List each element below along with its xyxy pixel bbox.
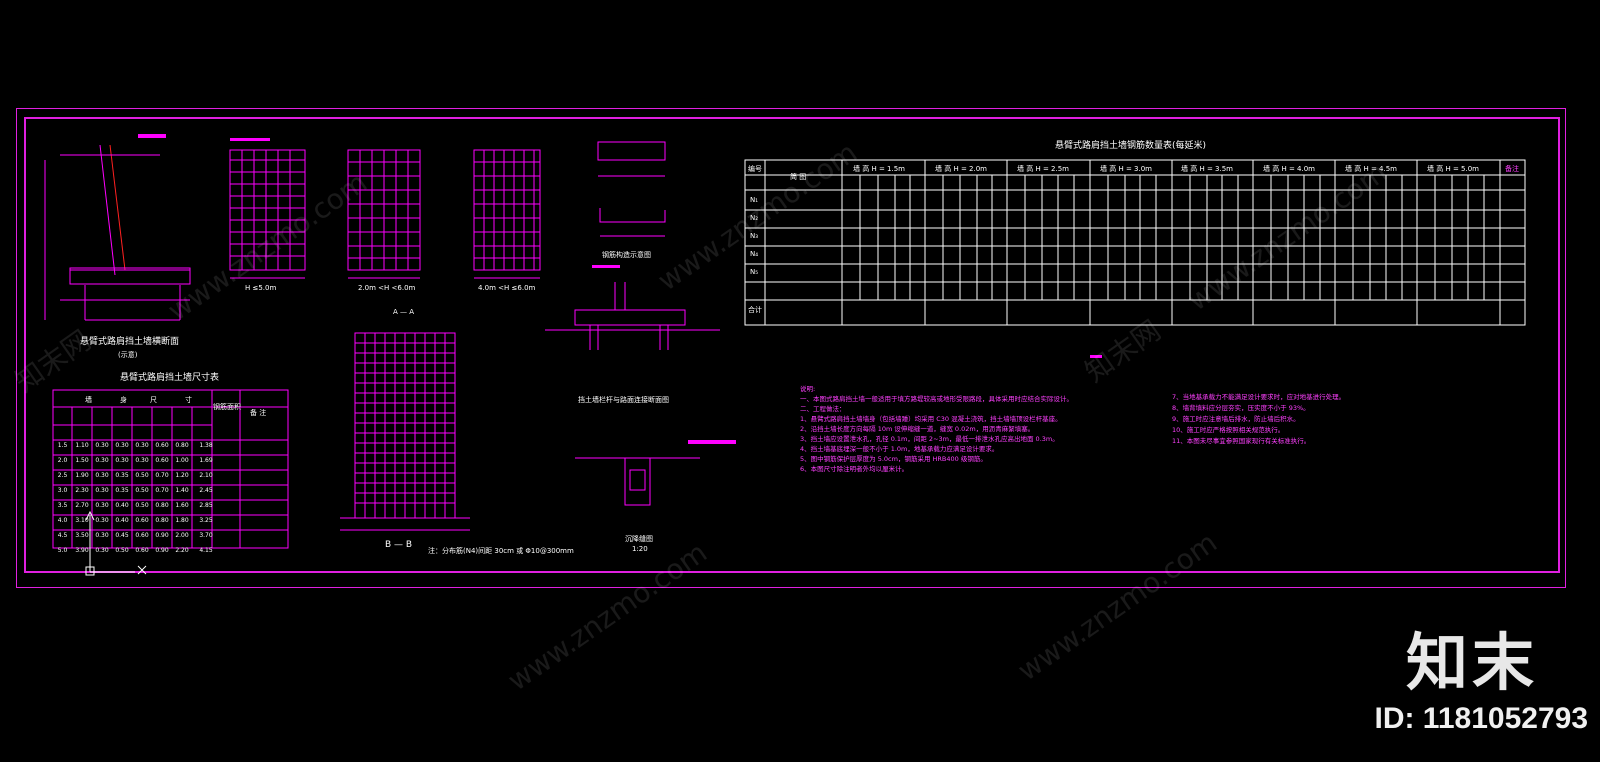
elevation-mesh-3: [473, 149, 541, 279]
note-line: 3、挡土墙应设置泄水孔，孔径 0.1m，间距 2~3m，最低一排泄水孔应高出地面…: [800, 435, 1059, 443]
joint-section-drawing: [545, 282, 720, 350]
section-note: (示意): [118, 351, 138, 359]
table-head-no: 编号: [748, 165, 762, 173]
image-id-label: ID: 1181052793: [1374, 702, 1588, 735]
note-line: 9、施工时应注意墙后排水，防止墙后积水。: [1172, 415, 1300, 423]
elev-label-2: 2.0m <H <6.0m: [358, 284, 416, 292]
view-a-label: A — A: [393, 308, 415, 316]
brand-logo: 知末: [1405, 626, 1538, 699]
table-head-h7: 墙 高 H = 4.5m: [1345, 165, 1397, 173]
dim-head-4: 钢筋面积: [213, 403, 241, 411]
dim-head-1: 身: [120, 396, 127, 404]
elevation-mesh-2: [347, 149, 421, 279]
sag-title: 沉降缝图: [625, 535, 653, 543]
rebar-table-title: 悬臂式路肩挡土墙钢筋数量表(每延米): [1055, 141, 1207, 151]
note-line: 6、本图尺寸除注明者外均以厘米计。: [800, 465, 909, 473]
note-line: 一、本图式路肩挡土墙一般适用于填方路堤较高或地形受限路段，具体采用时应结合实际设…: [800, 395, 1073, 403]
settlement-joint-drawing: [575, 457, 700, 506]
row-total: 合计: [748, 306, 762, 314]
rebar-detail-title: 钢筋构造示意图: [602, 251, 651, 259]
table-head-h6: 墙 高 H = 4.0m: [1263, 165, 1315, 173]
note-line: 二、工程做法：: [800, 405, 846, 413]
elev-label-3: 4.0m <H ≤6.0m: [478, 284, 536, 292]
table-head-h1: 墙 高 H = 1.5m: [853, 165, 905, 173]
dim-head-5: 备 注: [250, 409, 267, 417]
note-line: 8、墙背填料应分层夯实，压实度不小于 93%。: [1172, 404, 1310, 412]
note-line: 11、本图未尽事宜参照国家现行有关标准执行。: [1172, 437, 1311, 445]
view-b-label: B — B: [385, 540, 413, 550]
note-line: 5、图中钢筋保护层厚度为 5.0cm，钢筋采用 HRB400 级钢筋。: [800, 455, 987, 463]
drawing-sheet-frame: [24, 117, 1560, 573]
elev-label-1: H ≤5.0m: [245, 284, 277, 292]
dim-table-grid: [52, 389, 289, 549]
dim-head-3: 寸: [185, 396, 192, 404]
dim-head-2: 尺: [150, 396, 157, 404]
elevation-mesh-1: [229, 149, 306, 279]
note-line: 4、挡土墙基底埋深一般不小于 1.0m，地基承载力应满足设计要求。: [800, 445, 999, 453]
section-title: 悬臂式路肩挡土墙横断面: [80, 337, 180, 347]
table-head-h2: 墙 高 H = 2.0m: [935, 165, 987, 173]
sag-scale: 1:20: [632, 545, 648, 553]
row-n5: N₅: [750, 268, 759, 276]
note-line: 2、沿挡土墙长度方向每隔 10m 设伸缩缝一道，缝宽 0.02m，用沥青麻絮填塞…: [800, 425, 1035, 433]
joint-title: 挡土墙栏杆与路面连接断面图: [578, 396, 669, 404]
legend-note: 注：分布筋(N4)间距 30cm 或 Φ10@300mm: [428, 547, 574, 555]
dim-table-title: 悬臂式路肩挡土墙尺寸表: [120, 373, 220, 383]
section-aa-mesh: [340, 332, 470, 531]
ucs-icon: [85, 510, 147, 576]
rebar-detail-drawing: [597, 141, 666, 237]
row-n3: N₃: [750, 232, 759, 240]
notes-right: 7、当地基承载力不能满足设计要求时，应对地基进行处理。 8、墙背填料应分层夯实，…: [1172, 392, 1517, 447]
note-line: 10、施工时应严格按照相关规范执行。: [1172, 426, 1285, 434]
label-bars: [138, 134, 1102, 444]
table-head-h8: 墙 高 H = 5.0m: [1427, 165, 1479, 173]
row-n4: N₄: [750, 250, 759, 258]
dim-head-0: 墙: [85, 396, 92, 404]
table-head-remark: 备注: [1505, 165, 1519, 173]
rebar-table-grid: [744, 159, 1526, 326]
drawing-sheet-outer-frame: [16, 108, 1566, 588]
notes-left: 说明: 一、本图式路肩挡土墙一般适用于填方路堤较高或地形受限路段，具体采用时应结…: [800, 384, 1145, 474]
table-head-h5: 墙 高 H = 3.5m: [1181, 165, 1233, 173]
table-head-h3: 墙 高 H = 2.5m: [1017, 165, 1069, 173]
table-head-h4: 墙 高 H = 3.0m: [1100, 165, 1152, 173]
wall-section-drawing: [44, 144, 191, 321]
note-line: 1、悬臂式路肩挡土墙墙身（包括墙踵）均采用 C30 混凝土浇筑，挡土墙墙顶设栏杆…: [800, 415, 1062, 423]
note-line: 7、当地基承载力不能满足设计要求时，应对地基进行处理。: [1172, 393, 1346, 401]
row-n1: N₁: [750, 196, 759, 204]
notes-label: 说明:: [800, 385, 816, 393]
row-n2: N₂: [750, 214, 759, 222]
table-head-figure: 简 图: [790, 173, 807, 181]
